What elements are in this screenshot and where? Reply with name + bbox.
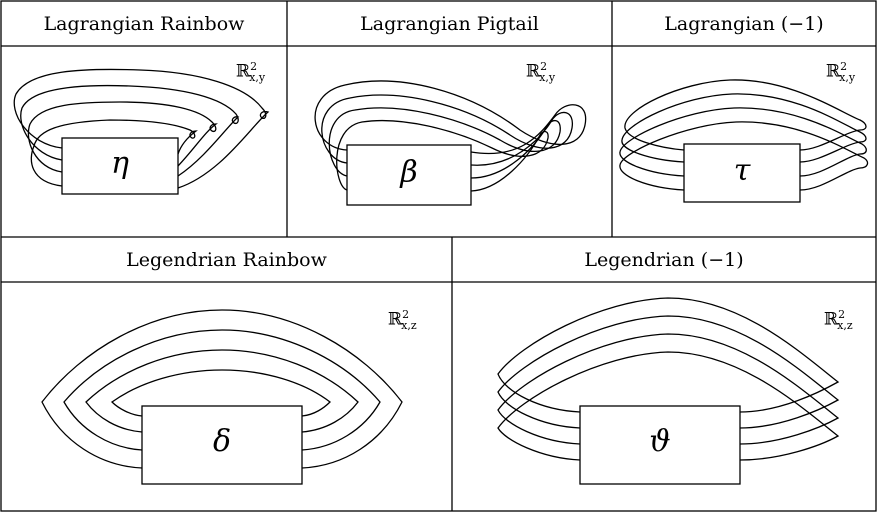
strand	[497, 333, 840, 445]
tau-box	[683, 143, 801, 203]
space-base: ℝ	[824, 309, 839, 330]
cell-title-lagrangian-rainbow: Lagrangian Rainbow	[43, 13, 245, 35]
beta-box	[346, 144, 472, 206]
strand	[619, 107, 867, 177]
strand	[336, 119, 549, 192]
space-base: ℝ	[388, 309, 403, 330]
space-sup: 2	[540, 60, 548, 73]
cell-title-legendrian-minus-one: Legendrian (−1)	[584, 249, 744, 271]
strand	[621, 93, 867, 163]
space-base: ℝ	[526, 61, 541, 82]
strand	[624, 79, 867, 151]
theta-box	[579, 405, 741, 485]
space-label-xz: ℝ2x,z	[388, 308, 417, 332]
space-sub: x,z	[837, 319, 853, 333]
strand	[314, 80, 587, 155]
theta-label: ϑ	[649, 424, 671, 459]
cell-title-legendrian-rainbow: Legendrian Rainbow	[126, 249, 327, 271]
strand	[63, 329, 381, 451]
delta-label: δ	[212, 424, 232, 459]
strand	[110, 369, 331, 417]
space-sub: x,y	[249, 71, 266, 85]
space-label-xy: ℝ2x,y	[236, 60, 265, 84]
strand	[497, 297, 840, 413]
cell-title-lagrangian-minus-one: Lagrangian (−1)	[664, 13, 824, 35]
space-sup: 2	[250, 60, 258, 73]
legendrian-minus-one-diagram	[497, 297, 840, 485]
space-sub: x,y	[839, 71, 856, 85]
legendrian-rainbow-diagram	[41, 309, 403, 485]
strand	[85, 349, 359, 433]
lagrangian-rainbow-diagram	[13, 68, 270, 195]
lagrangian-pigtail-diagram	[314, 80, 587, 206]
tau-label: τ	[733, 153, 751, 188]
strand	[27, 101, 218, 173]
beta-label: β	[400, 155, 418, 190]
strand	[497, 351, 840, 461]
delta-box	[141, 405, 303, 485]
strand	[13, 68, 270, 189]
lagrangian-minus-one-diagram	[619, 79, 869, 203]
space-sub: x,y	[539, 71, 556, 85]
space-sup: 2	[838, 308, 846, 321]
space-sup: 2	[402, 308, 410, 321]
strand	[41, 309, 403, 469]
strand	[497, 315, 840, 429]
space-sub: x,z	[401, 319, 417, 333]
space-base: ℝ	[826, 61, 841, 82]
eta-label: η	[111, 146, 129, 181]
space-label-xz: ℝ2x,z	[824, 308, 853, 332]
strand	[321, 94, 573, 166]
strand	[328, 107, 561, 179]
space-base: ℝ	[236, 61, 251, 82]
space-label-xy: ℝ2x,y	[526, 60, 555, 84]
strand	[619, 121, 869, 191]
cell-title-lagrangian-pigtail: Lagrangian Pigtail	[360, 13, 539, 35]
space-label-xy: ℝ2x,y	[826, 60, 855, 84]
strand	[20, 84, 240, 177]
space-sup: 2	[840, 60, 848, 73]
